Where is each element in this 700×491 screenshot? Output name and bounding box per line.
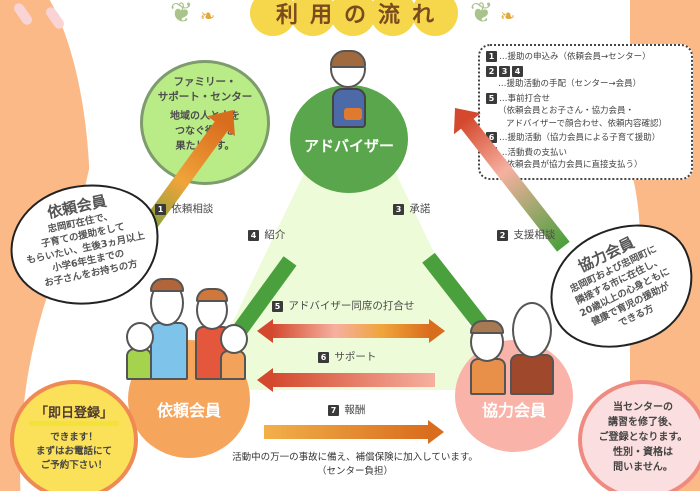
step-number: 2 <box>486 65 497 77</box>
flow-text: サポート <box>334 351 377 363</box>
family-support-center-circle: ファミリー・ サポート・センター 地域の人と人を つなぐ役割を 果たします。 <box>140 60 270 185</box>
step-number: 5 <box>272 300 283 312</box>
arrow-left-6 <box>257 368 435 392</box>
arrow-right-7 <box>264 420 444 444</box>
info-text: まずはお電話にて <box>35 446 112 457</box>
leaf-icon: ❧ <box>500 6 516 27</box>
legend-text: …事前打合せ <box>499 93 551 104</box>
flow-text: 承諾 <box>409 203 431 215</box>
legend-text: …活動費の支払い <box>499 147 568 158</box>
helper-member-label: 協力会員 <box>481 401 546 420</box>
flow-label-1: 1 依頼相談 <box>155 201 213 216</box>
center-name: サポート・センター <box>157 91 253 103</box>
info-text: ご登録となります。 <box>598 432 688 443</box>
flow-label-6: 6 サポート <box>318 349 376 364</box>
same-day-registration-circle: 「即日登録」 できます！ まずはお電話にて ご予約下さい！ <box>10 380 138 491</box>
step-number: 3 <box>393 203 404 215</box>
step-number: 6 <box>486 132 497 143</box>
flow-label-7: 7 報酬 <box>328 402 365 417</box>
legend-item-6: 6…援助活動（協力会員による子育て援助） <box>486 132 685 145</box>
step-number: 4 <box>248 229 259 241</box>
title-text: 利用の流れ <box>275 3 446 28</box>
legend-text: …援助活動（協力会員による子育て援助） <box>499 133 661 143</box>
legend-subtext: アドバイザーで顔合わせ、依頼内容確認） <box>506 118 667 129</box>
step-number: 5 <box>486 92 497 104</box>
book-icon <box>344 108 362 120</box>
step-number: 1 <box>155 203 166 215</box>
center-name: ファミリー・ <box>173 76 237 88</box>
step-number: 4 <box>512 65 523 77</box>
flow-text: 紹介 <box>264 229 286 241</box>
info-text: 性別・資格は <box>613 447 673 458</box>
step-number: 7 <box>328 404 339 416</box>
center-description: つなぐ役割を <box>175 126 235 137</box>
flow-text: 支援相談 <box>513 229 556 241</box>
leaf-branch-icon: ❦ <box>170 0 194 29</box>
highlight-underline <box>28 421 119 426</box>
insurance-note: 活動中の万一の事故に備え、補償保険に加入しています。 （センター負担） <box>210 451 500 479</box>
info-text: できます！ <box>50 432 98 443</box>
step-number: 1 <box>486 51 497 62</box>
step-number: 2 <box>497 229 508 241</box>
arrow-bidirectional-5 <box>257 319 445 343</box>
page-title: 利用の流れ <box>250 0 460 36</box>
flow-text: 報酬 <box>344 404 366 416</box>
flow-text: アドバイザー同席の打合せ <box>288 300 415 312</box>
step-number: 3 <box>499 65 510 77</box>
legend-item-5: 5…事前打合せ （依頼会員とお子さん・協力会員・ アドバイザーで顔合わせ、依頼内… <box>486 92 685 131</box>
flow-label-3: 3 承諾 <box>393 201 430 216</box>
step-number: 6 <box>318 351 329 363</box>
adviser-label: アドバイザー <box>303 137 394 155</box>
insurance-note-text: 活動中の万一の事故に備え、補償保険に加入しています。 <box>232 452 478 463</box>
adviser-person-icon <box>330 50 370 130</box>
leaf-branch-icon: ❦ <box>470 0 494 29</box>
legend-subtext: （依頼会員とお子さん・協力会員・ <box>498 106 635 116</box>
flow-label-5: 5 アドバイザー同席の打合せ <box>272 298 414 313</box>
legend-text: …援助活動の手配（センター→会員） <box>498 79 642 89</box>
info-text: ご予約下さい！ <box>40 460 108 471</box>
legend-item-1: 1…援助の申込み（依頼会員→センター） <box>486 51 685 64</box>
family-illustration-icon <box>120 270 260 380</box>
client-member-label: 依頼会員 <box>156 401 221 420</box>
legend-subtext: （依頼会員が協力会員に直接支払う） <box>498 160 643 170</box>
same-day-registration-headline: 「即日登録」 <box>28 402 119 426</box>
flow-label-4: 4 紹介 <box>248 227 285 242</box>
center-description: 地域の人と人を <box>170 111 240 122</box>
flow-label-2: 2 支援相談 <box>497 227 555 242</box>
info-text: 講習を修了後、 <box>608 417 678 428</box>
insurance-note-subtext: （センター負担） <box>316 466 393 477</box>
info-text: 問いません。 <box>613 462 673 473</box>
elderly-couple-illustration-icon <box>460 300 580 395</box>
leaf-icon: ❧ <box>200 6 216 27</box>
legend-text: …援助の申込み（依頼会員→センター） <box>499 52 651 62</box>
registration-requirements-circle: 当センターの 講習を修了後、 ご登録となります。 性別・資格は 問いません。 <box>578 380 700 491</box>
info-text: 当センターの <box>613 402 673 413</box>
flow-text: 依頼相談 <box>171 203 214 215</box>
